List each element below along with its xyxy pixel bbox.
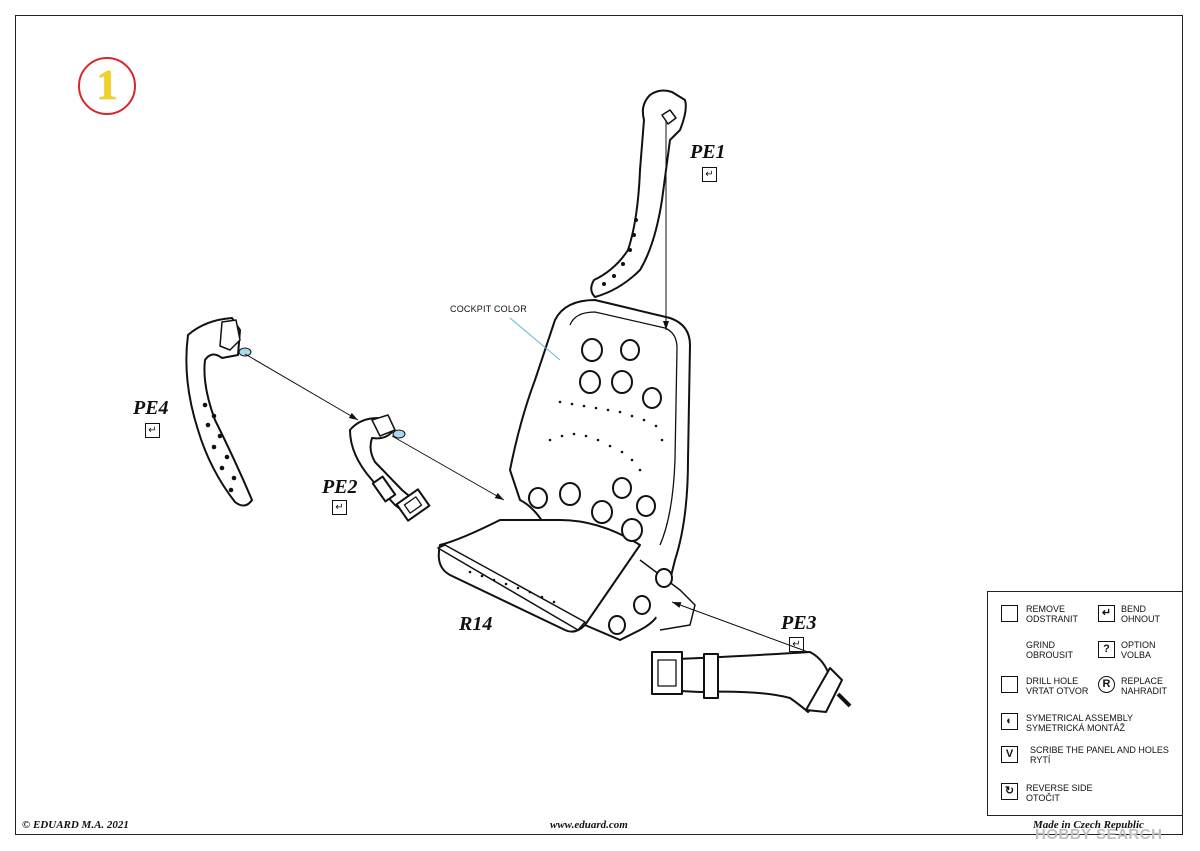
footer-copyright: © EDUARD M.A. 2021 <box>22 819 129 831</box>
seat-rivet-rows <box>468 400 664 604</box>
bend-mark-pe1: ↵ <box>702 167 717 182</box>
bend-mark-pe2: ↵ <box>332 500 347 515</box>
legend-option-line2: VOLBA <box>1121 650 1152 660</box>
page-frame <box>15 15 1183 835</box>
legend-option: OPTION VOLBA <box>1121 640 1156 660</box>
legend-remove-line1: REMOVE <box>1026 604 1066 614</box>
grind-icon <box>1001 641 1018 658</box>
legend-bend: BEND OHNOUT <box>1121 604 1160 624</box>
seat-inner-edge <box>569 311 678 546</box>
legend-remove: REMOVE ODSTRANIT <box>1026 604 1078 624</box>
replace-icon: R <box>1098 676 1115 693</box>
label-r14: R14 <box>459 613 493 635</box>
bend-icon: ↵ <box>1098 605 1115 622</box>
seat-pan <box>437 519 641 633</box>
pe1-shoulder-strap <box>590 89 687 298</box>
legend-sym-line2: SYMETRICKÁ MONTÁŽ <box>1026 723 1126 733</box>
legend-grind-line2: OBROUSIT <box>1026 650 1074 660</box>
legend-remove-line2: ODSTRANIT <box>1026 614 1079 624</box>
symbol-legend: REMOVE ODSTRANIT ↵ BEND OHNOUT GRIND OBR… <box>987 591 1183 816</box>
remove-icon <box>1001 605 1018 622</box>
legend-drill-line1: DRILL HOLE <box>1026 676 1079 686</box>
legend-reverse: REVERSE SIDE OTOČIT <box>1026 783 1093 803</box>
pe2-hook-tip <box>392 429 406 439</box>
cockpit-color-note: COCKPIT COLOR <box>450 304 527 314</box>
legend-sym-line1: SYMETRICAL ASSEMBLY <box>1026 713 1134 723</box>
pe2-lap-strap <box>349 414 431 522</box>
seat-lightening-holes <box>528 338 673 635</box>
legend-replace: REPLACE NAHRADIT <box>1121 676 1167 696</box>
seat-pan-front-roll <box>437 544 586 631</box>
arrow-pe2-to-seat <box>391 435 505 501</box>
bend-mark-pe3: ↵ <box>789 637 804 652</box>
legend-replace-line1: REPLACE <box>1121 676 1164 686</box>
scribe-icon: V <box>1001 746 1018 763</box>
legend-reverse-line1: REVERSE SIDE <box>1026 783 1093 793</box>
legend-scribe-line1: SCRIBE THE PANEL AND HOLES <box>1030 745 1169 755</box>
legend-option-line1: OPTION <box>1121 640 1156 650</box>
reverse-side-icon: ↻ <box>1001 783 1018 800</box>
legend-scribe: SCRIBE THE PANEL AND HOLES RYTÍ <box>1030 745 1169 765</box>
option-icon: ? <box>1098 641 1115 658</box>
legend-bend-line2: OHNOUT <box>1121 614 1160 624</box>
legend-bend-line1: BEND <box>1121 604 1147 614</box>
pe1-strap-holes <box>602 218 638 286</box>
arrow-pe3-to-seat <box>671 601 809 653</box>
bend-mark-pe4: ↵ <box>145 423 160 438</box>
seat-r14 <box>437 299 696 641</box>
legend-drill-hole: DRILL HOLE VRTAT OTVOR <box>1026 676 1088 696</box>
legend-replace-line2: NAHRADIT <box>1121 686 1168 696</box>
legend-grind: GRIND OBROUSIT <box>1026 640 1073 660</box>
assembly-arrows <box>244 120 809 653</box>
drill-hole-icon <box>1001 676 1018 693</box>
legend-reverse-line2: OTOČIT <box>1026 793 1060 803</box>
pe3-lap-strap <box>651 651 852 713</box>
arrow-pe4-to-pe2 <box>244 353 359 421</box>
pe4-lap-strap <box>185 317 253 507</box>
footer-website: www.eduard.com <box>550 819 628 831</box>
step-number-badge: 1 <box>78 57 136 115</box>
legend-symmetrical: SYMETRICAL ASSEMBLY SYMETRICKÁ MONTÁŽ <box>1026 713 1133 733</box>
label-pe1: PE1 <box>690 141 726 163</box>
label-pe3: PE3 <box>781 612 817 634</box>
symmetrical-assembly-icon: ◐ <box>1001 713 1018 730</box>
pe4-strap-holes <box>202 402 237 493</box>
legend-grind-line1: GRIND <box>1026 640 1055 650</box>
footer-made-in: Made in Czech Republic <box>1033 819 1144 831</box>
watermark: HOBBY SEARCH <box>1035 826 1163 843</box>
legend-drill-line2: VRTAT OTVOR <box>1026 686 1089 696</box>
cockpit-color-leader <box>509 317 561 361</box>
legend-scribe-line2: RYTÍ <box>1030 755 1051 765</box>
label-pe2: PE2 <box>322 476 358 498</box>
pe4-hook-tip <box>238 347 252 357</box>
label-pe4: PE4 <box>133 397 169 419</box>
